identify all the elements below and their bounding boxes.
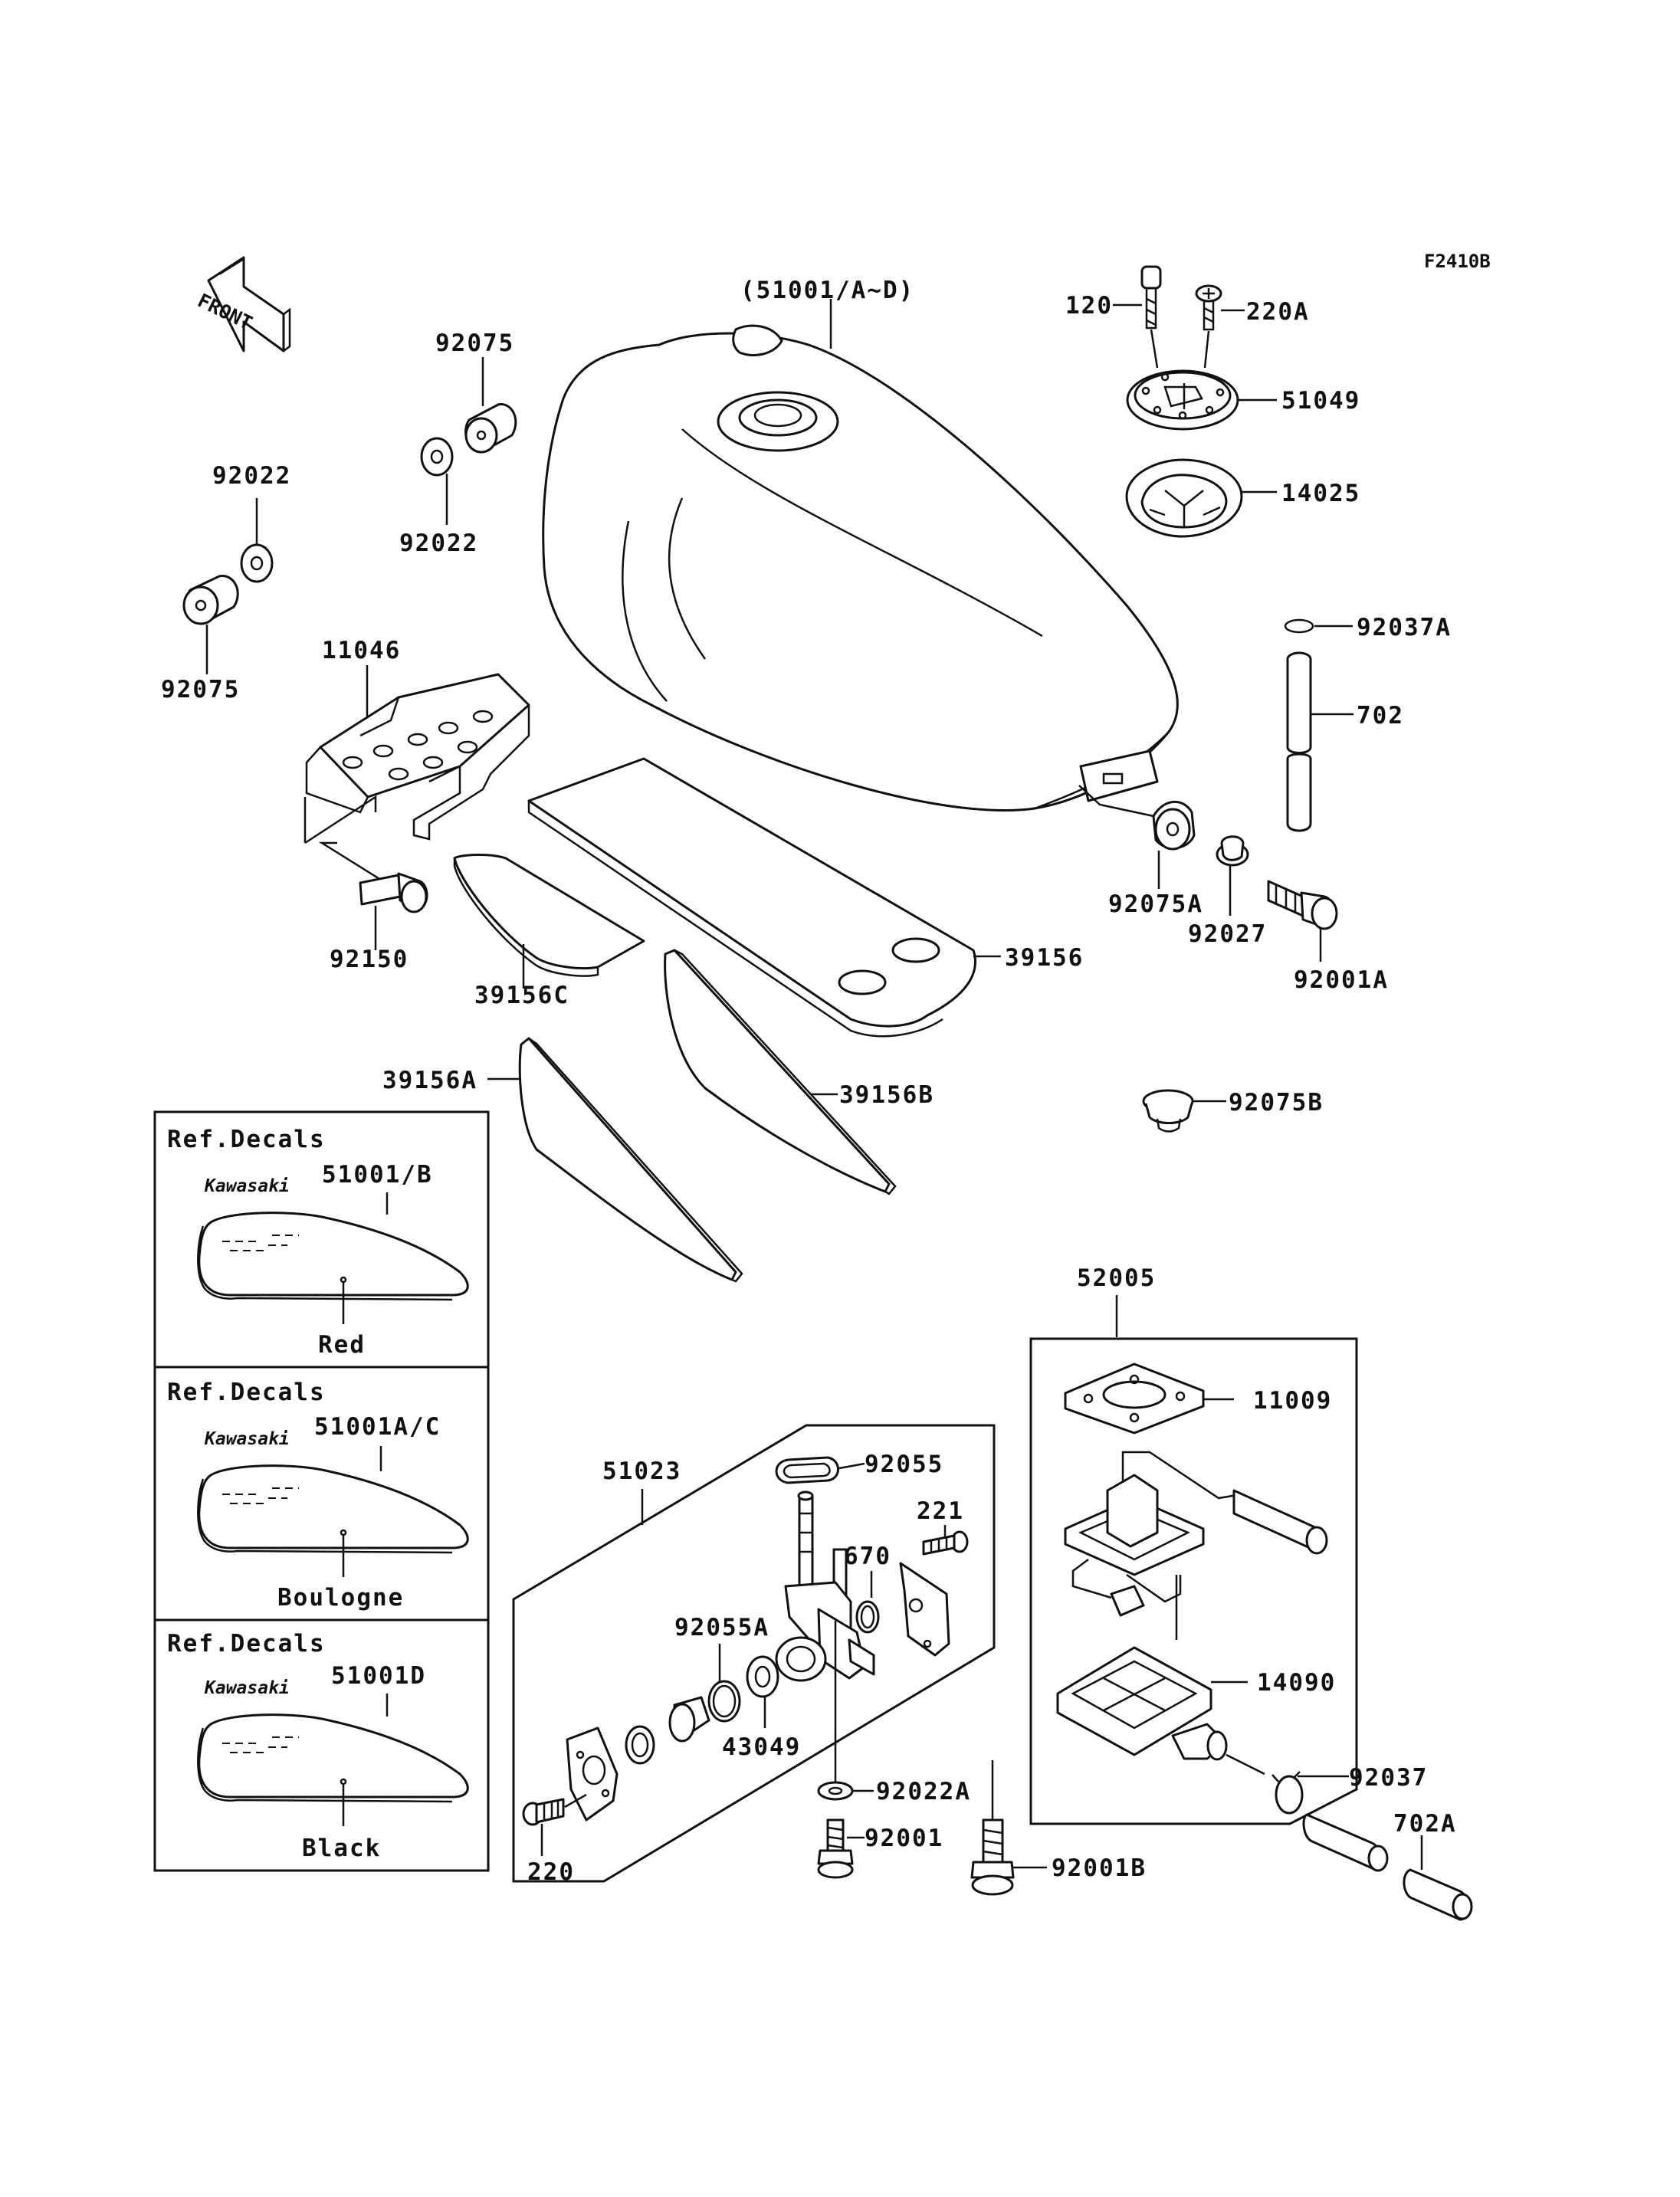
svg-text:92022: 92022: [399, 530, 478, 557]
damper-92075b: 92075B: [1142, 1089, 1324, 1133]
svg-text:39156A: 39156A: [382, 1067, 477, 1094]
gasket-43049: 43049: [722, 1655, 801, 1761]
gauge-group-box: [1029, 1337, 1358, 1825]
svg-text:92022: 92022: [212, 462, 291, 490]
pad-39156: 39156: [527, 757, 1084, 1038]
svg-text:52005: 52005: [1077, 1264, 1156, 1292]
ring-14025: 14025: [1125, 458, 1360, 538]
oring-92055: 92055: [775, 1451, 943, 1484]
gauge-52005-label: 52005: [1077, 1264, 1156, 1337]
screw-220a: 220A: [1195, 284, 1310, 331]
svg-text:92075B: 92075B: [1229, 1089, 1324, 1117]
screw-220: 220: [522, 1793, 587, 1886]
svg-text:39156C: 39156C: [474, 982, 569, 1009]
collar-92027: 92027: [1188, 835, 1267, 948]
svg-text:92001A: 92001A: [1294, 966, 1389, 994]
bolt-92001b: 92001B: [970, 1760, 1147, 1896]
svg-text:51001D: 51001D: [331, 1662, 426, 1690]
collar-92022-left: 92022: [212, 462, 291, 583]
damper-92075a: 92075A: [1078, 785, 1203, 918]
fuel-cock-group-box: [512, 1424, 996, 1883]
svg-text:92055: 92055: [865, 1451, 943, 1478]
bolt-92150: 92150: [330, 872, 428, 973]
bracket-11046: 11046: [304, 637, 530, 883]
cock-cover-plate: [566, 1726, 619, 1822]
collar-92022-top: 92022: [399, 437, 478, 557]
svg-text:221: 221: [917, 1497, 964, 1525]
svg-text:Black: Black: [302, 1835, 381, 1862]
svg-text:43049: 43049: [722, 1733, 801, 1761]
svg-text:(51001/A~D): (51001/A~D): [740, 277, 914, 304]
svg-text:51049: 51049: [1281, 387, 1360, 415]
svg-text:Ref.Decals: Ref.Decals: [167, 1126, 326, 1153]
svg-text:92075: 92075: [435, 330, 514, 357]
fuel-tank: [542, 324, 1179, 812]
svg-text:92075: 92075: [161, 676, 240, 703]
svg-text:92075A: 92075A: [1108, 890, 1203, 918]
svg-text:Kawasaki: Kawasaki: [204, 1678, 290, 1698]
svg-text:92022A: 92022A: [876, 1778, 971, 1805]
fuel-cock-body: [775, 1490, 875, 1785]
decal-box-boulogne: Ref.Decals Kawasaki 51001A/C Boulogne: [153, 1366, 490, 1622]
svg-text:11009: 11009: [1253, 1387, 1332, 1415]
svg-text:51023: 51023: [602, 1458, 681, 1485]
damper-92075-top: 92075: [435, 330, 517, 454]
svg-text:92001: 92001: [865, 1825, 943, 1852]
svg-text:11046: 11046: [322, 637, 401, 664]
svg-text:Ref.Decals: Ref.Decals: [167, 1630, 326, 1658]
bolt-120: 120: [1065, 265, 1162, 330]
svg-text:Kawasaki: Kawasaki: [204, 1429, 290, 1449]
gasket-11009: 11009: [1064, 1362, 1332, 1435]
svg-text:92037A: 92037A: [1357, 614, 1452, 641]
cock-lever-plate: [899, 1562, 950, 1657]
cock-51023-label: 51023: [602, 1458, 681, 1525]
svg-text:51001/B: 51001/B: [322, 1161, 433, 1189]
oring-92055a: 92055A: [674, 1614, 769, 1723]
bolt-92001: 92001: [817, 1818, 943, 1879]
svg-text:Kawasaki: Kawasaki: [204, 1176, 290, 1196]
svg-text:39156B: 39156B: [839, 1081, 934, 1109]
clip-92037: 92037: [1271, 1764, 1428, 1815]
svg-text:92037: 92037: [1349, 1764, 1428, 1792]
clip-92037a: 92037A: [1284, 614, 1452, 641]
svg-text:14090: 14090: [1257, 1669, 1336, 1697]
hose-702a: 702A: [1302, 1810, 1473, 1921]
svg-text:702A: 702A: [1393, 1810, 1457, 1838]
svg-text:92055A: 92055A: [674, 1614, 769, 1641]
svg-text:92001B: 92001B: [1052, 1854, 1147, 1882]
svg-text:Boulogne: Boulogne: [277, 1584, 404, 1612]
gauge-unit-14090: 14090: [1056, 1646, 1336, 1776]
svg-text:702: 702: [1357, 702, 1404, 730]
gauge-sender: [1064, 1451, 1328, 1640]
cap-51049: 51049: [1126, 329, 1360, 431]
pad-39156c: 39156C: [453, 853, 645, 1009]
pad-39156b: 39156B: [664, 949, 934, 1195]
screw-221: 221: [917, 1497, 969, 1556]
figure-code: F2410B: [1424, 251, 1491, 272]
hose-702: 702: [1286, 651, 1404, 832]
svg-text:14025: 14025: [1281, 480, 1360, 507]
svg-text:92027: 92027: [1188, 920, 1267, 948]
decal-box-black: Ref.Decals Kawasaki 51001D Black: [153, 1618, 490, 1872]
pad-39156a: 39156A: [382, 1037, 743, 1283]
tank-label: (51001/A~D): [740, 277, 914, 349]
svg-text:92150: 92150: [330, 946, 409, 973]
washer-92022a: 92022A: [817, 1778, 971, 1805]
svg-text:Red: Red: [318, 1331, 366, 1359]
svg-text:51001A/C: 51001A/C: [314, 1413, 441, 1441]
svg-text:120: 120: [1065, 292, 1113, 320]
front-arrow: FRONT: [194, 256, 291, 353]
svg-text:220: 220: [527, 1858, 575, 1886]
svg-text:39156: 39156: [1005, 944, 1084, 972]
decal-box-red: Ref.Decals Kawasaki 51001/B Red: [153, 1110, 490, 1369]
svg-text:220A: 220A: [1246, 298, 1310, 326]
svg-text:670: 670: [844, 1543, 891, 1570]
svg-text:Ref.Decals: Ref.Decals: [167, 1379, 326, 1406]
damper-92075-left: 92075: [161, 575, 240, 703]
bolt-92001a: 92001A: [1267, 880, 1389, 994]
oring-670: 670: [844, 1543, 891, 1634]
cock-valve: [625, 1696, 710, 1765]
